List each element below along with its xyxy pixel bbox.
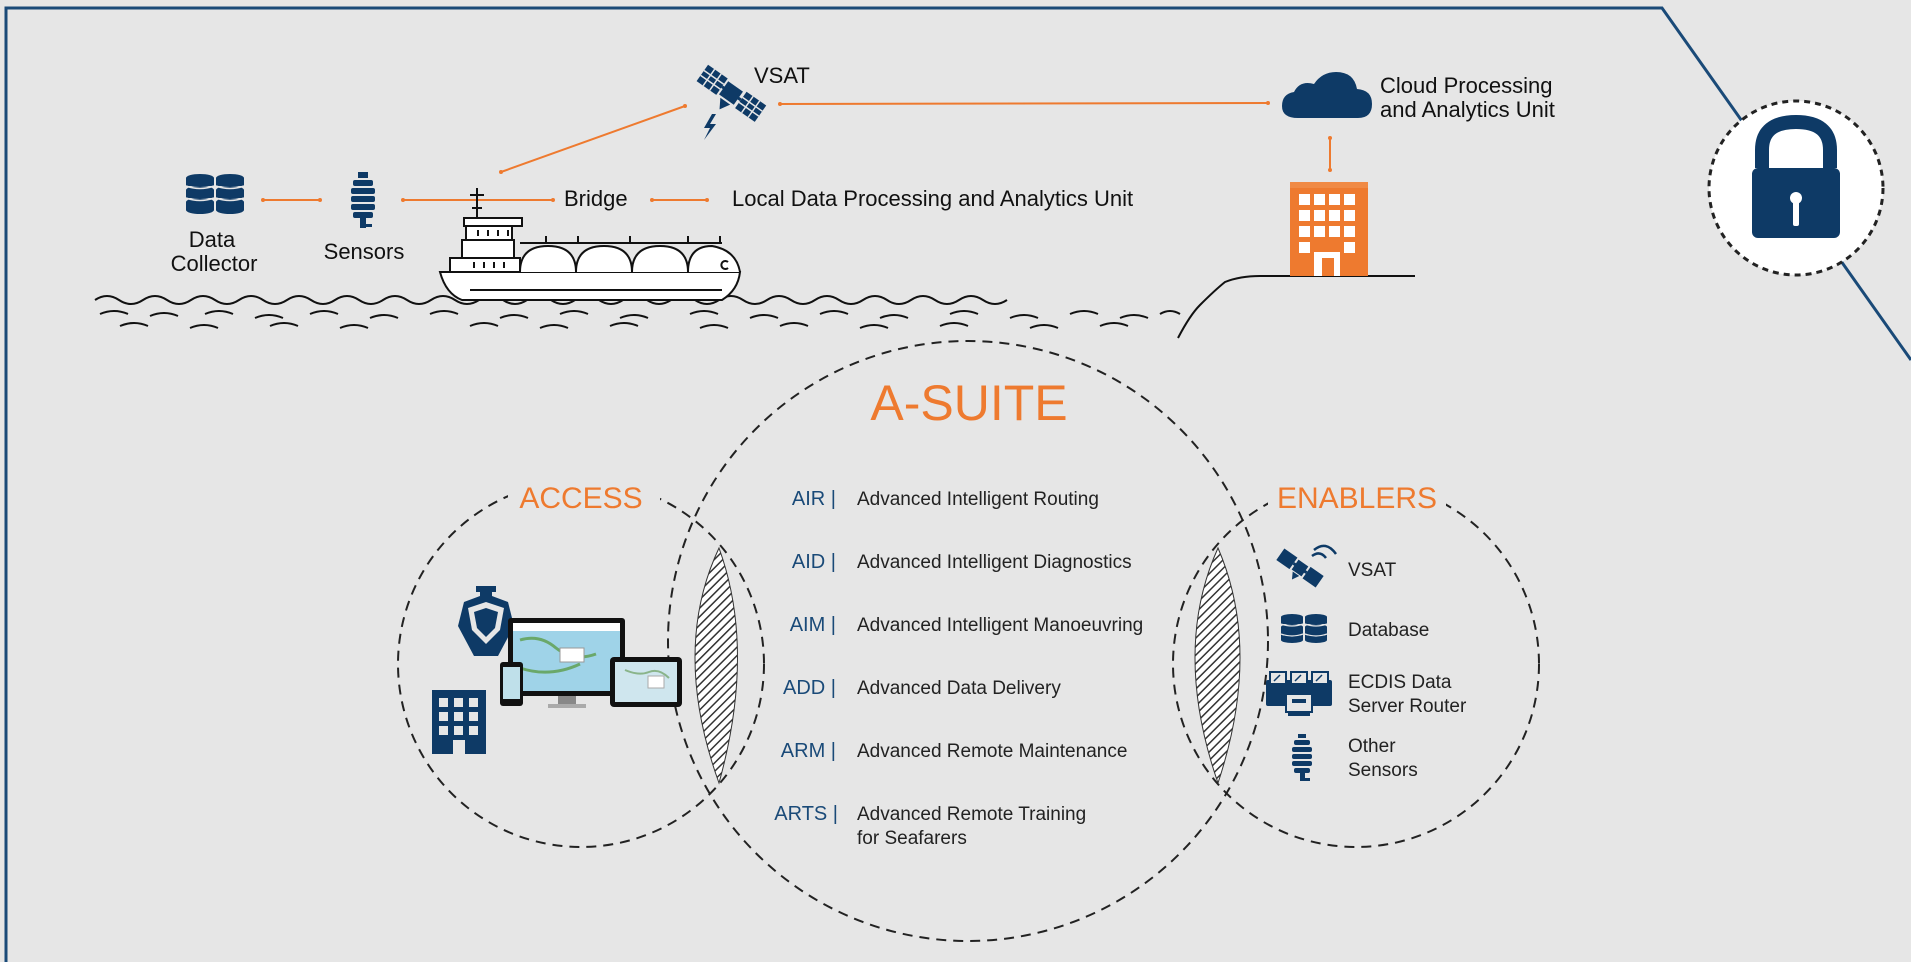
- enabler-label: Database: [1348, 620, 1429, 641]
- sea-waves: [94, 295, 1181, 329]
- enabler-label-2: Server Router: [1348, 696, 1467, 717]
- sensor-icon: [1292, 734, 1312, 781]
- data-collector-label-1: Data: [189, 227, 236, 252]
- cloud-icon: [1282, 72, 1372, 118]
- access-suite-overlap: [694, 546, 738, 785]
- enablers-title: ENABLERS: [1277, 482, 1437, 515]
- enablers-list: VSAT Database: [1266, 544, 1467, 781]
- suite-enablers-overlap: [1194, 546, 1241, 785]
- lightning-icon: [704, 114, 716, 140]
- suite-item-abbr: ADD |: [783, 677, 836, 699]
- suite-item-label: Advanced Intelligent Manoeuvring: [857, 615, 1143, 636]
- office-building-icon: [1290, 182, 1368, 276]
- access-circle: [397, 480, 765, 848]
- enabler-label: Other: [1348, 736, 1396, 757]
- ship-illustration: [438, 188, 742, 301]
- suite-item-label: Advanced Intelligent Routing: [857, 489, 1099, 510]
- satellite-icon: [696, 64, 767, 122]
- cloud-label-1: Cloud Processing: [1380, 73, 1552, 98]
- access-title: ACCESS: [519, 482, 642, 515]
- suite-item-label-2: for Seafarers: [857, 828, 967, 849]
- suite-item-label: Advanced Remote Maintenance: [857, 741, 1127, 762]
- database-icon: [1280, 614, 1328, 643]
- building-icon: [432, 690, 486, 754]
- suite-item-label: Advanced Remote Training: [857, 804, 1086, 825]
- enabler-label: VSAT: [1348, 560, 1397, 581]
- satellite-icon: [1276, 548, 1324, 588]
- suite-item-abbr: AID |: [792, 551, 836, 573]
- suite-item-label: Advanced Intelligent Diagnostics: [857, 552, 1132, 573]
- ship-icon: [458, 586, 514, 656]
- suite-item-abbr: ARTS |: [774, 803, 838, 825]
- vsat-label: VSAT: [754, 63, 810, 88]
- suite-item-label: Advanced Data Delivery: [857, 678, 1061, 699]
- lock-emblem: [1707, 99, 1885, 277]
- suite-item-abbr: AIR |: [792, 488, 836, 510]
- local-unit-label: Local Data Processing and Analytics Unit: [732, 186, 1133, 211]
- cloud-label-2: and Analytics Unit: [1380, 97, 1555, 122]
- suite-list: AIR | Advanced Intelligent Routing AID |…: [774, 488, 1143, 849]
- suite-title: A-SUITE: [870, 375, 1067, 431]
- enabler-label: ECDIS Data: [1348, 672, 1452, 693]
- bridge-label: Bridge: [564, 186, 628, 211]
- database-icon: [185, 174, 245, 214]
- suite-item-abbr: AIM |: [790, 614, 836, 636]
- devices-icon: [500, 618, 682, 708]
- enablers-circle: [1172, 480, 1540, 848]
- suite-item-abbr: ARM |: [781, 740, 836, 762]
- shore-line: [1177, 275, 1415, 339]
- sensors-label: Sensors: [324, 239, 405, 264]
- enabler-label-2: Sensors: [1348, 760, 1418, 781]
- suite-circle: [667, 340, 1269, 942]
- sensor-icon: [351, 172, 375, 228]
- data-collector-label-2: Collector: [171, 251, 258, 276]
- ecdis-router-icon: [1266, 671, 1332, 716]
- top-scene: Data Collector Sensors: [94, 63, 1555, 339]
- venn-diagram: A-SUITE ACCESS ENABLERS AIR | Advanced I…: [397, 340, 1540, 942]
